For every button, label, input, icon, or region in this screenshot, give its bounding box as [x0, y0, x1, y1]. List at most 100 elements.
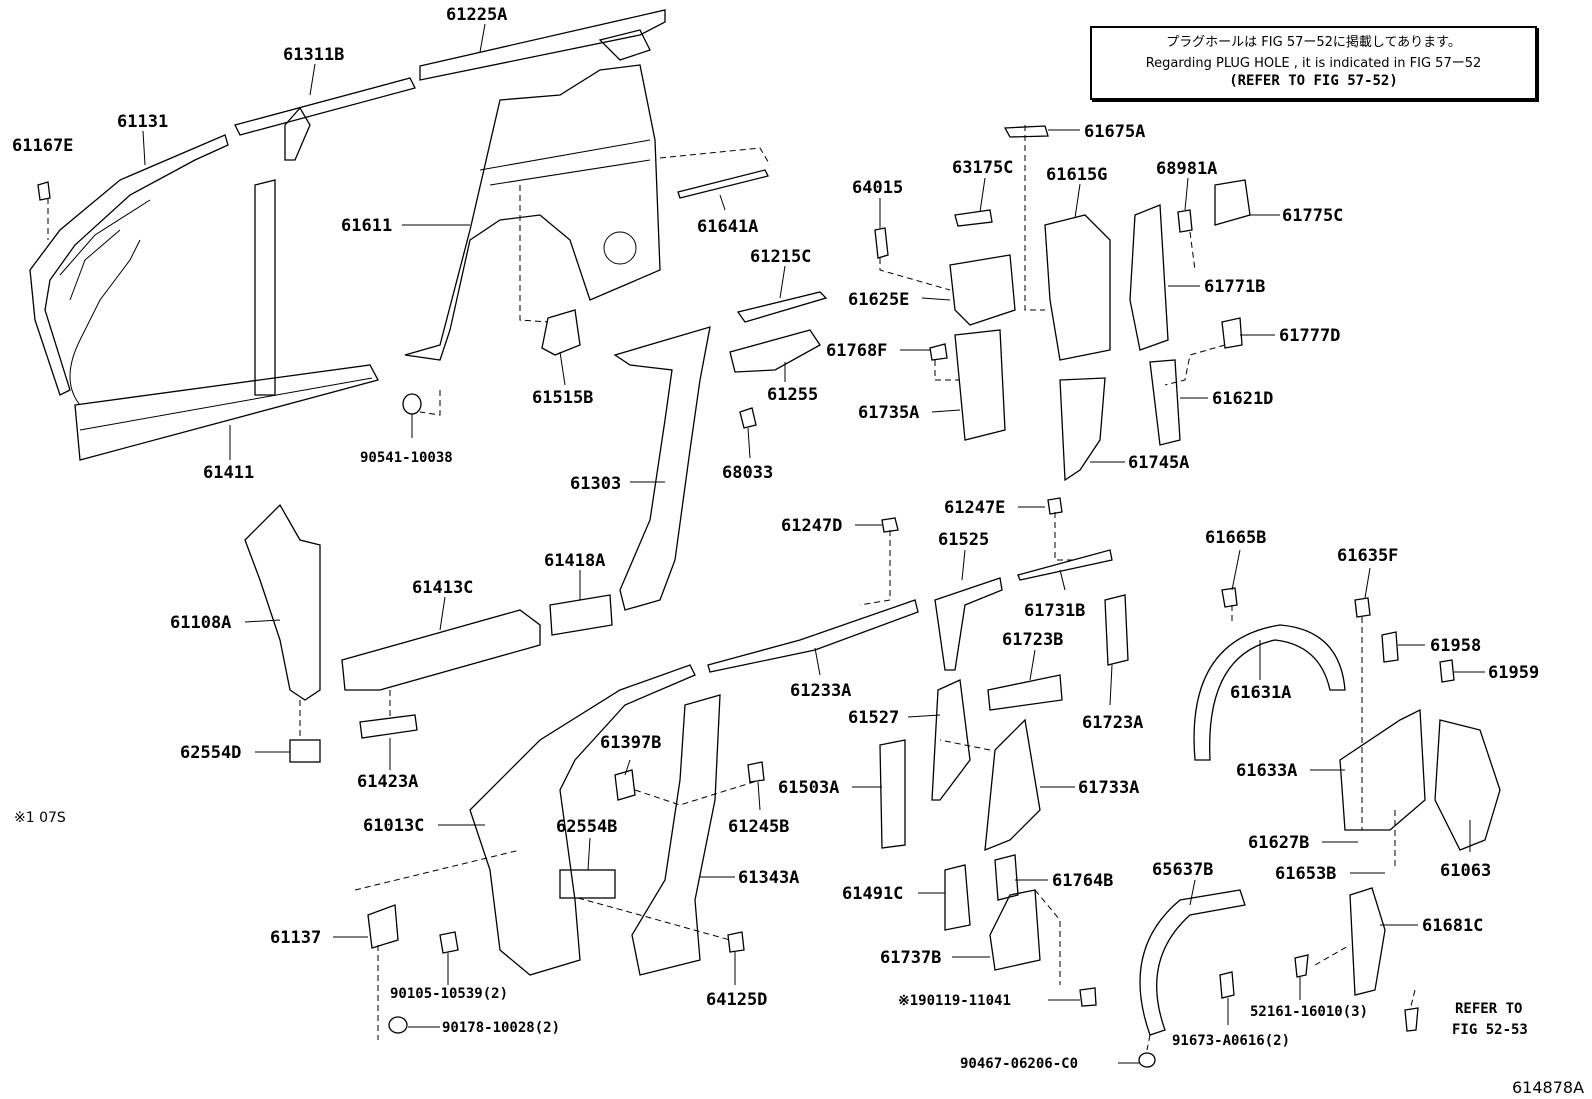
label-61958: 61958	[1430, 636, 1481, 656]
label-62554B: 62554B	[556, 817, 617, 837]
part-61641A	[677, 169, 769, 199]
label-52161-16010: 52161-16010(3)	[1250, 1004, 1368, 1020]
label-61764B: 61764B	[1052, 871, 1113, 891]
part-61635F	[1354, 597, 1371, 618]
part-190119-11041	[1079, 987, 1097, 1007]
part-61137	[367, 904, 399, 949]
label-61525: 61525	[938, 530, 989, 550]
label-61233A: 61233A	[790, 681, 851, 701]
part-61958	[1381, 631, 1399, 663]
part-61735A	[954, 329, 1006, 441]
label-61768F: 61768F	[826, 341, 887, 361]
label-61625E: 61625E	[848, 290, 909, 310]
part-61737B	[989, 889, 1041, 971]
part-64015	[874, 227, 889, 259]
part-61245B	[747, 761, 765, 783]
label-61411: 61411	[203, 463, 254, 483]
label-61745A: 61745A	[1128, 453, 1189, 473]
label-64015: 64015	[852, 178, 903, 198]
part-61167E	[37, 181, 51, 201]
part-61303	[613, 326, 711, 611]
part-90541-10038	[402, 393, 422, 415]
label-61665B: 61665B	[1205, 528, 1266, 548]
part-68033	[739, 407, 757, 429]
label-61303: 61303	[570, 474, 621, 494]
part-61768F	[929, 343, 948, 361]
label-61343A: 61343A	[738, 868, 799, 888]
part-61777D	[1221, 317, 1243, 349]
label-61245B: 61245B	[728, 817, 789, 837]
label-64125D: 64125D	[706, 990, 767, 1010]
label-61627B: 61627B	[1248, 833, 1309, 853]
label-61423A: 61423A	[357, 772, 418, 792]
label-61167E: 61167E	[12, 136, 73, 156]
part-90105-10539	[439, 931, 459, 954]
part-61013C	[469, 664, 696, 976]
part-61625E	[949, 254, 1016, 326]
label-90467-06206-C0: 90467-06206-C0	[960, 1056, 1078, 1072]
label-61635F: 61635F	[1337, 546, 1398, 566]
label-61255: 61255	[767, 385, 818, 405]
label-61063: 61063	[1440, 861, 1491, 881]
part-refer-clip	[1404, 1007, 1419, 1032]
part-61491C	[944, 864, 971, 931]
label-61013C: 61013C	[363, 816, 424, 836]
part-90178-10028	[388, 1016, 408, 1034]
label-61681C: 61681C	[1422, 916, 1483, 936]
label-68981A: 68981A	[1156, 159, 1217, 179]
label-61653B: 61653B	[1275, 864, 1336, 884]
part-61311B	[234, 77, 416, 136]
label-61723B: 61723B	[1002, 630, 1063, 650]
part-61423A	[359, 714, 418, 739]
part-63175C	[954, 209, 993, 227]
label-61775C: 61775C	[1282, 206, 1343, 226]
part-52161-16010	[1294, 954, 1309, 978]
label-61733A: 61733A	[1078, 778, 1139, 798]
part-61723B	[987, 674, 1063, 711]
part-61675A	[1003, 125, 1049, 138]
part-61247D	[881, 517, 899, 533]
label-61247D: 61247D	[781, 516, 842, 536]
label-61723A: 61723A	[1082, 713, 1143, 733]
leader-lines	[142, 23, 1485, 1064]
part-61621D	[1149, 359, 1181, 446]
label-61131: 61131	[117, 112, 168, 132]
part-61731B	[1017, 549, 1113, 581]
part-61247E	[1047, 497, 1063, 515]
label-91673-A0616: 91673-A0616(2)	[1172, 1033, 1290, 1049]
label-61418A: 61418A	[544, 551, 605, 571]
part-61633A	[1339, 708, 1426, 831]
part-90467-06206-C0	[1138, 1052, 1156, 1068]
diagram-id: 614878A	[1512, 1078, 1584, 1097]
part-61225A	[419, 9, 666, 81]
label-61527: 61527	[848, 708, 899, 728]
label-90178-10028: 90178-10028(2)	[442, 1020, 560, 1036]
label-61737B: 61737B	[880, 948, 941, 968]
part-labels: 61225A 61311B 61131 61167E 61611 61641A …	[12, 5, 1584, 1097]
label-61631A: 61631A	[1230, 683, 1291, 703]
note-line-1: プラグホールは FIG 57ー52に掲載してあります。	[1166, 35, 1461, 50]
plug-hole-note: プラグホールは FIG 57ー52に掲載してあります。 Regarding PL…	[1090, 26, 1537, 100]
part-61108A	[244, 503, 321, 701]
label-90541-10038: 90541-10038	[360, 450, 453, 466]
label-61615G: 61615G	[1046, 165, 1107, 185]
part-61611	[404, 64, 661, 361]
label-61413C: 61413C	[412, 578, 473, 598]
label-61225A: 61225A	[446, 5, 507, 25]
part-61215C	[736, 291, 828, 323]
label-61491C: 61491C	[842, 884, 903, 904]
part-61525	[934, 577, 1003, 671]
part-61131	[29, 134, 229, 396]
part-61681C	[1349, 887, 1386, 996]
part-61411	[74, 364, 379, 461]
label-61397B: 61397B	[600, 733, 661, 753]
assembly-dashed-lines	[47, 125, 1416, 1051]
part-61733A	[984, 718, 1041, 852]
part-61233A	[707, 599, 919, 673]
part-61723A	[1104, 594, 1129, 666]
label-61311B: 61311B	[283, 45, 344, 65]
part-61418A	[549, 594, 613, 636]
label-61611: 61611	[341, 216, 392, 236]
